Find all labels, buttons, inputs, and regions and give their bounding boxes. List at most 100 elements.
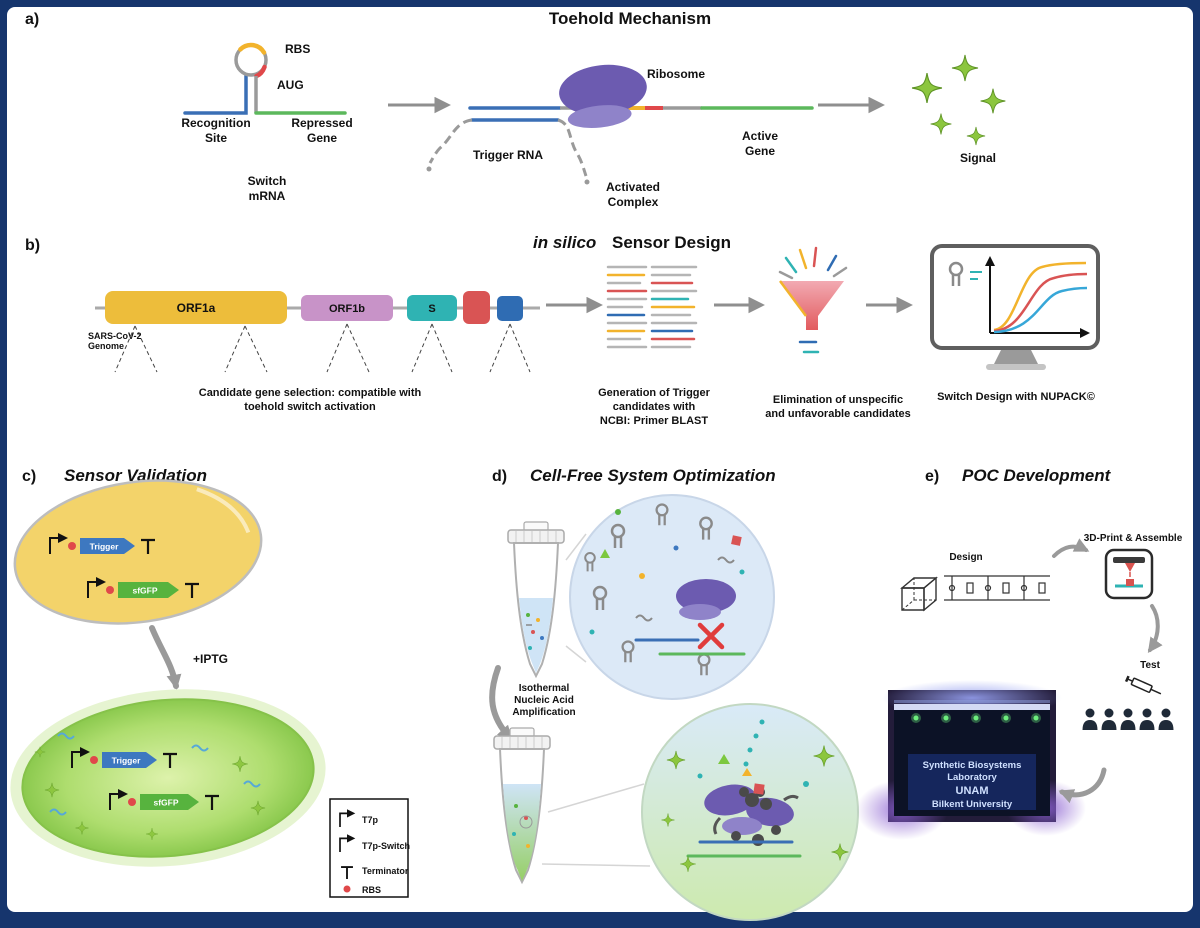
trigger-gene-box [80, 538, 135, 554]
panel-d-title: Cell-Free System Optimization [530, 466, 776, 485]
activated-complex-label: Activated [606, 180, 660, 194]
iptg-label: +IPTG [193, 652, 228, 666]
ribosome-icon [559, 64, 647, 128]
svg-text:Terminator: Terminator [362, 866, 409, 876]
svg-text:Gene: Gene [745, 144, 775, 158]
sfgfp-gene-box [118, 582, 179, 598]
panel-b-title-italic: in silico [533, 233, 596, 252]
panel-b-title: Sensor Design [612, 233, 731, 252]
zoom-lines [541, 783, 651, 867]
trigger-gene-box [102, 752, 157, 768]
caption-nupack: Switch Design with NUPACK© [937, 391, 1095, 403]
aug-segment [254, 64, 267, 79]
zoom-lines [565, 533, 587, 663]
panel-a: a) Toehold Mechanism RBS AUG Recognition… [25, 9, 1006, 209]
rbs-dot [90, 756, 98, 764]
cell-uninduced: Trigger sfGFP [13, 479, 263, 625]
recognition-site-label: Recognition [181, 116, 250, 130]
panel-c: c) Sensor Validation Trigger sfGFP +IPTG… [10, 466, 410, 898]
arrow-to-print [1052, 538, 1090, 558]
ribosome-cluster-icon [704, 784, 799, 846]
curve-blue [993, 286, 1088, 334]
caption-trigger-generation: Generation of Trigger [598, 387, 711, 399]
caption-gene-selection: Candidate gene selection: compatible wit… [199, 387, 422, 399]
page-background [7, 7, 1193, 912]
switch-mrna-label: Switch [248, 174, 287, 188]
trigger-candidates-icon [606, 265, 698, 349]
svg-text:RBS: RBS [362, 885, 381, 895]
arrow-to-device [1058, 767, 1107, 804]
gene-orf1b [301, 295, 393, 321]
panel-e-title: POC Development [962, 466, 1112, 485]
panel-a-title: Toehold Mechanism [549, 9, 711, 28]
svg-text:T7p: T7p [362, 815, 379, 825]
rbs-dot [106, 586, 114, 594]
panel-e: e) POC Development Design 3D-Print & Ass… [856, 466, 1183, 840]
inactive-x-icon [697, 622, 725, 650]
led-strip [894, 704, 1050, 710]
print-label: 3D-Print & Assemble [1084, 533, 1183, 544]
design-label: Design [949, 552, 982, 563]
repressed-gene-label: Repressed [291, 116, 352, 130]
svg-text:Amplification: Amplification [512, 707, 575, 718]
gene-orf1a [105, 291, 287, 324]
rbs-dot [68, 542, 76, 550]
panel-e-tag: e) [925, 468, 939, 485]
device-line3: UNAM [956, 785, 989, 797]
trigger-rna-label: Trigger RNA [473, 148, 543, 162]
funnel-icon [778, 246, 848, 354]
tube-amplified [493, 727, 551, 885]
monitor-icon [930, 244, 1100, 370]
amplification-label: Isothermal [519, 683, 570, 694]
zoom-amplified [641, 703, 859, 921]
poc-device-photo: Synthetic Biosystems Laboratory UNAM Bil… [856, 680, 1086, 840]
device-label-panel [908, 754, 1036, 810]
svg-text:mRNA: mRNA [249, 189, 286, 203]
svg-text:Genome: Genome [88, 341, 124, 351]
circuit-schematic-icon [944, 575, 1050, 601]
curve-yellow [993, 261, 1087, 332]
toehold-switch-icon [183, 42, 347, 115]
svg-text:sfGFP: sfGFP [132, 586, 157, 596]
caption-elimination: Elimination of unspecific [773, 394, 903, 406]
syringe-icon [1124, 675, 1162, 695]
arrow-to-test [1147, 604, 1163, 654]
test-label: Test [1140, 660, 1160, 671]
svg-text:Site: Site [205, 131, 227, 145]
candidate-dashed-lines [114, 323, 531, 373]
device-line1: Synthetic Biosystems [923, 760, 1022, 771]
signal-label: Signal [960, 151, 996, 165]
svg-text:Nucleic Acid: Nucleic Acid [514, 695, 574, 706]
device-line2: Laboratory [947, 772, 997, 783]
zoom-unamplified [569, 494, 775, 700]
svg-text:Gene: Gene [307, 131, 337, 145]
device-line4: Bilkent University [932, 799, 1013, 810]
tube-unamplified [507, 521, 565, 679]
green-leds [911, 713, 1041, 723]
sfgfp-gene-box [140, 794, 199, 810]
svg-text:Complex: Complex [608, 195, 659, 209]
svg-text:Trigger: Trigger [112, 756, 142, 766]
gene-s [407, 295, 457, 321]
cad-cube-icon [900, 576, 938, 612]
arrow-amplification [489, 665, 513, 741]
svg-text:NCBI: Primer BLAST: NCBI: Primer BLAST [600, 415, 708, 427]
svg-text:candidates with: candidates with [613, 401, 696, 413]
circuit-legend: T7p T7p-Switch Terminator RBS [329, 798, 410, 898]
active-gene-label: Active [742, 129, 778, 143]
svg-text:Trigger: Trigger [90, 542, 120, 552]
svg-text:S: S [428, 303, 435, 315]
rbs-label: RBS [285, 42, 310, 56]
svg-text:toehold switch activation: toehold switch activation [244, 401, 376, 413]
panel-d: d) Cell-Free System Optimization I [489, 466, 859, 921]
printer-icon [1104, 548, 1154, 600]
panel-c-tag: c) [22, 468, 36, 485]
svg-text:and unfavorable candidates: and unfavorable candidates [765, 408, 910, 420]
curve-red [993, 272, 1088, 333]
svg-text:T7p-Switch: T7p-Switch [362, 841, 410, 851]
gene-red [463, 291, 490, 324]
ribosome-label: Ribosome [647, 67, 705, 81]
panel-a-tag: a) [25, 11, 39, 28]
genome-label: SARS-CoV-2 [88, 331, 142, 341]
